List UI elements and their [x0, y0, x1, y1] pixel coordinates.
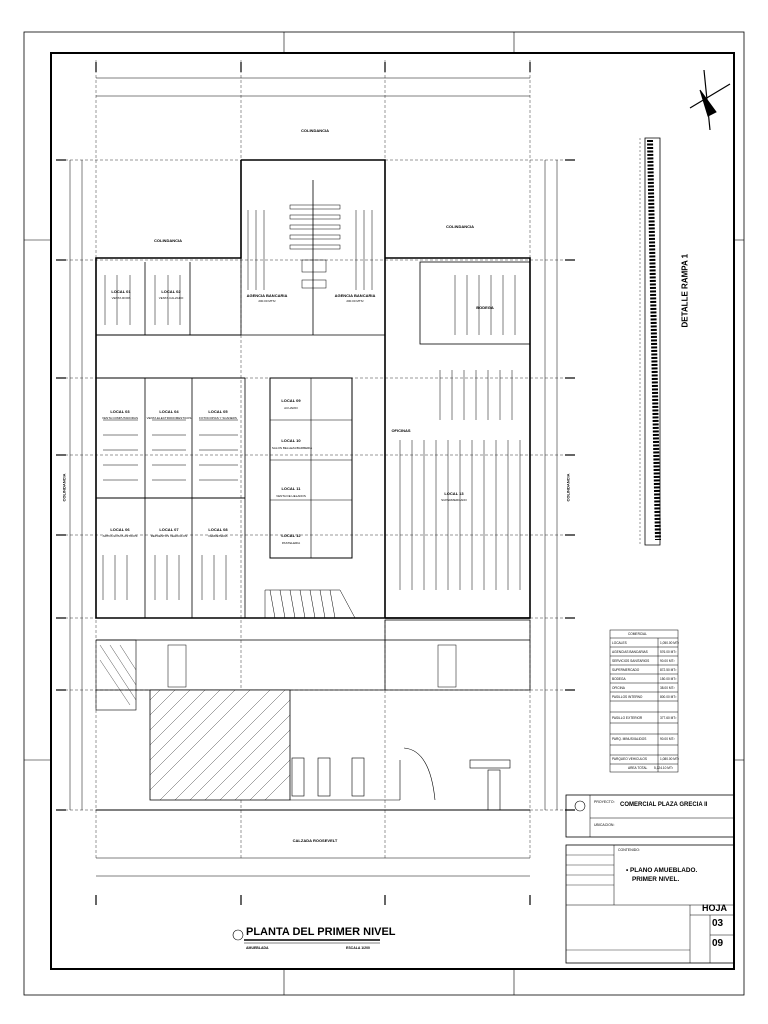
sheet-label: HOJA [702, 903, 728, 913]
local-02-use: VENTA CALZADO [158, 296, 184, 300]
plan-title-line2: PRIMER NIVEL. [632, 876, 680, 883]
local-12-use: PASTELERIA [281, 541, 301, 545]
grid-ticks [56, 62, 575, 905]
area-row-2-value: 576.00 MT² [660, 650, 677, 654]
local-06-use: ARTICULOS PLASTICOS [102, 534, 138, 538]
boundary-label-left: COLINDANCIA [154, 238, 182, 243]
offices-label: OFICINAS [391, 428, 411, 433]
area-row-11-label: AREA TOTAL [628, 766, 648, 770]
local-01-name: LOCAL 01 [111, 289, 131, 294]
local-08-use: FERRETERIA [208, 534, 228, 538]
content-label: CONTENIDO: [618, 848, 640, 852]
area-row-11-value: 5,124.10 MT² [654, 766, 673, 770]
area-row-8-value: 377.60 MT² [660, 716, 677, 720]
sheet-total: 09 [712, 938, 724, 949]
local-08-name: LOCAL 08 [208, 527, 228, 532]
area-row-10-label: PARQUEO VEHICULOS [612, 757, 648, 761]
furniture-shelves [102, 210, 521, 600]
local-06-name: LOCAL 06 [110, 527, 130, 532]
local-11-name: LOCAL 11 [281, 486, 301, 491]
sheet-title: PLANTA DEL PRIMER NIVEL [246, 926, 396, 938]
local-04-name: LOCAL 04 [159, 409, 179, 414]
local-05-name: LOCAL 05 [208, 409, 228, 414]
local-12-name: LOCAL 12 [281, 533, 301, 538]
boundary-label-right: COLINDANCIA [446, 224, 474, 229]
local-02-name: LOCAL 02 [161, 289, 181, 294]
street-label: CALZADA ROOSEVELT [292, 838, 338, 843]
area-row-9-label: PARQ. MINUSVALIDOS [612, 737, 647, 741]
plan-title-line1: • PLANO AMUEBLADO. [626, 867, 698, 874]
area-row-5-label: BODEGA [612, 677, 626, 681]
ramp-title: DETALLE RAMPA 1 [680, 253, 690, 328]
title-block [565, 794, 735, 964]
local-01-use: VENTA ROPA [111, 296, 131, 300]
local-09-name: LOCAL 09 [281, 398, 301, 403]
local-11-use: VENTA DE HELADOS [276, 494, 306, 498]
local-10-name: LOCAL 10 [281, 438, 301, 443]
boundary-label-top: COLINDANCIA [301, 128, 329, 133]
area-row-4-label: SUPERMERCADO [612, 668, 640, 672]
area-row-8-label: PASILLO EXTERIOR [612, 716, 643, 720]
local-03-use: VENTA COMPUTADORAS [102, 416, 138, 420]
stairs [167, 589, 457, 688]
sheet-number: 03 [712, 918, 724, 929]
project-label: PROYECTO: [594, 800, 615, 804]
local-03-name: LOCAL 03 [110, 409, 130, 414]
area-row-6-value: 38.00 MT² [660, 686, 675, 690]
area-row-5-value: 150.00 MT² [660, 677, 677, 681]
scale-label: ESCALA 1/200 [346, 946, 370, 950]
area-row-3-label: SERVICIOS SANITARIOS [612, 659, 650, 663]
area-row-7-value: 800.00 MT² [660, 695, 677, 699]
local-07-use: REPUESTOS VEHICULOS [150, 534, 188, 538]
bank-1-name: AGENCIA BANCARIA [246, 293, 288, 298]
local-10-use: SALON BELLEZA/BARBERIA [271, 446, 313, 450]
local-07-name: LOCAL 07 [159, 527, 179, 532]
ramp-detail [639, 137, 661, 546]
local-13-name: LOCAL 13 [444, 491, 464, 496]
parking-area [95, 639, 530, 811]
area-row-2-label: AGENCIAS BANCARIAS [612, 650, 648, 654]
bank-2-area: 200.00 MTS² [346, 299, 364, 303]
north-arrow-icon [689, 69, 731, 131]
area-row-1-label: LOCALES [612, 641, 627, 645]
local-04-use: VENTA ELECTRODOMESTICOS [146, 416, 192, 420]
bank-1-area: 200.00 MTS² [258, 299, 276, 303]
dimension-lines [69, 77, 558, 877]
boundary-label-west: COLINDANCIA [61, 473, 67, 502]
area-table [609, 629, 679, 773]
local-05-use: FOTOCOPIAS Y SCANERS [199, 416, 237, 420]
bodega-label: BODEGA [476, 305, 494, 310]
local-13-use: SUPERMERCADO [441, 498, 467, 502]
area-row-10-value: 1,080.00 MT² [660, 757, 679, 761]
local-09-use: ACUARIO [284, 406, 298, 410]
bank-seating [289, 204, 341, 289]
area-row-3-value: 90.00 MT² [660, 659, 675, 663]
area-row-7-label: PASILLOS INTERNO [612, 695, 643, 699]
sheet-title-decor [232, 929, 380, 944]
boundary-label-east: COLINDANCIA [565, 473, 571, 502]
area-row-6-label: OFICINA [612, 686, 625, 690]
area-row-1-value: 1,050.00 MT² [660, 641, 679, 645]
bank-2-name: AGENCIA BANCARIA [334, 293, 376, 298]
area-row-9-value: 90.00 MT² [660, 737, 675, 741]
project-name: COMERCIAL PLAZA GRECIA II [620, 802, 708, 808]
sheet-frame [23, 31, 745, 996]
furnished-label: AMUEBLADA [246, 946, 269, 950]
area-row-4-value: 872.50 MT² [660, 668, 677, 672]
location-label: UBICACION: [594, 823, 615, 827]
area-table-header: COMERCIAL [628, 632, 647, 636]
